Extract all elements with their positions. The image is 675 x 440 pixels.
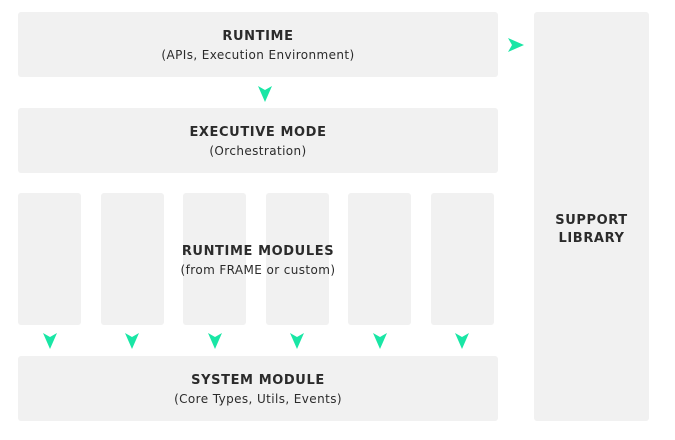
arrow-right-icon: [508, 38, 524, 52]
system-module-title: SYSTEM MODULE: [191, 373, 325, 388]
runtime-module-column: [348, 193, 411, 325]
arrow-down-icon: [455, 333, 469, 349]
system-module-subtitle: (Core Types, Utils, Events): [174, 392, 342, 406]
runtime-module-column: [431, 193, 494, 325]
arrow-down-icon: [373, 333, 387, 349]
executive-mode-subtitle: (Orchestration): [209, 144, 307, 158]
runtime-subtitle: (APIs, Execution Environment): [161, 48, 355, 62]
support-library-box: SUPPORT LIBRARY: [534, 12, 649, 421]
system-module-box: SYSTEM MODULE (Core Types, Utils, Events…: [18, 356, 498, 421]
runtime-module-column: [18, 193, 81, 325]
executive-mode-box: EXECUTIVE MODE (Orchestration): [18, 108, 498, 173]
arrow-down-icon: [43, 333, 57, 349]
arrow-down-icon: [125, 333, 139, 349]
runtime-module-column: [101, 193, 164, 325]
arrow-down-icon: [258, 86, 272, 102]
arrow-down-icon: [208, 333, 222, 349]
executive-mode-title: EXECUTIVE MODE: [189, 125, 327, 140]
support-library-title-line1: SUPPORT: [555, 213, 628, 228]
runtime-box: RUNTIME (APIs, Execution Environment): [18, 12, 498, 77]
runtime-modules-subtitle: (from FRAME or custom): [180, 263, 336, 277]
runtime-module-column: [266, 193, 329, 325]
runtime-module-column: [183, 193, 246, 325]
runtime-title: RUNTIME: [222, 29, 294, 44]
runtime-modules-title: RUNTIME MODULES: [181, 244, 335, 259]
support-library-title-line2: LIBRARY: [558, 231, 625, 246]
arrow-down-icon: [290, 333, 304, 349]
